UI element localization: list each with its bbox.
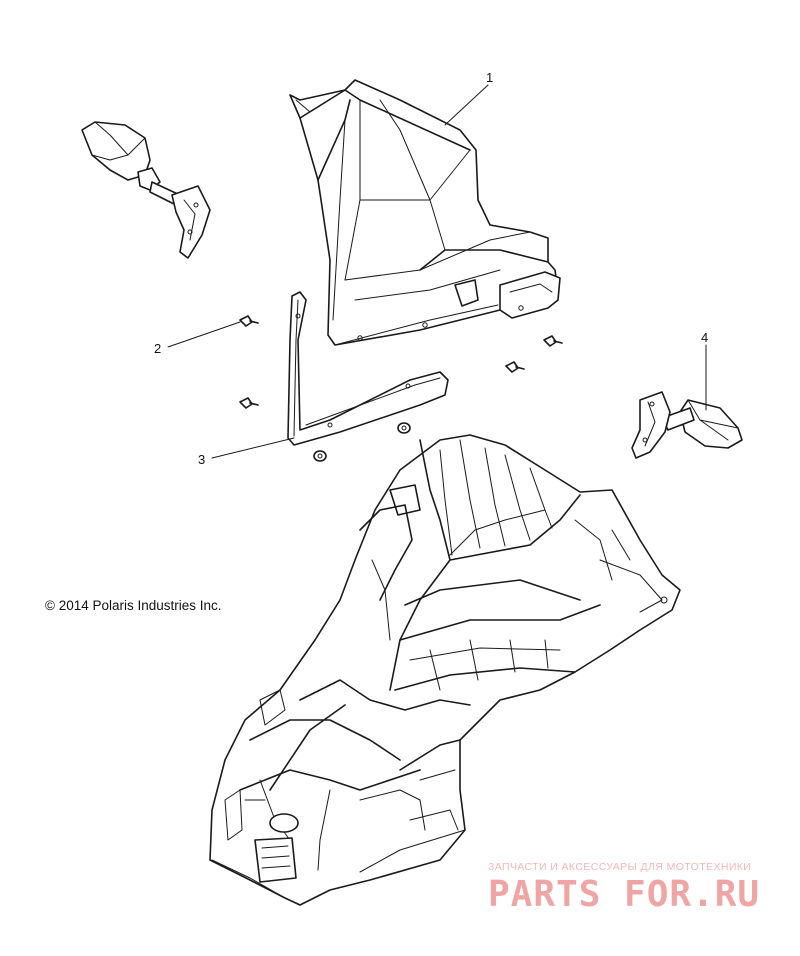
callout-3: 3 — [198, 452, 205, 467]
leader-line-3 — [211, 437, 295, 459]
left-mirror-part — [81, 121, 211, 259]
screw — [505, 361, 525, 373]
callout-1: 1 — [486, 70, 493, 85]
copyright-text: © 2014 Polaris Industries Inc. — [45, 598, 222, 613]
callout-2: 2 — [154, 341, 161, 356]
leader-line-1 — [444, 84, 489, 126]
windshield-part-1 — [289, 79, 561, 346]
watermark-tagline: ЗАПЧАСТИ И АКСЕССУАРЫ ДЛЯ МОТОТЕХНИКИ — [488, 861, 751, 873]
hood-body-panel — [209, 434, 681, 906]
nut — [397, 422, 411, 434]
leader-line-2 — [167, 321, 241, 348]
screw-fasteners — [239, 315, 563, 462]
bracket-part-3 — [287, 291, 449, 446]
screw — [239, 315, 259, 327]
nut — [313, 450, 327, 462]
callout-4: 4 — [701, 330, 708, 345]
watermark-logo: PARTS FOR.RU — [488, 874, 760, 915]
screw — [239, 397, 259, 409]
right-mirror-part — [631, 391, 743, 459]
screw — [543, 335, 563, 347]
leader-lines — [167, 84, 707, 459]
